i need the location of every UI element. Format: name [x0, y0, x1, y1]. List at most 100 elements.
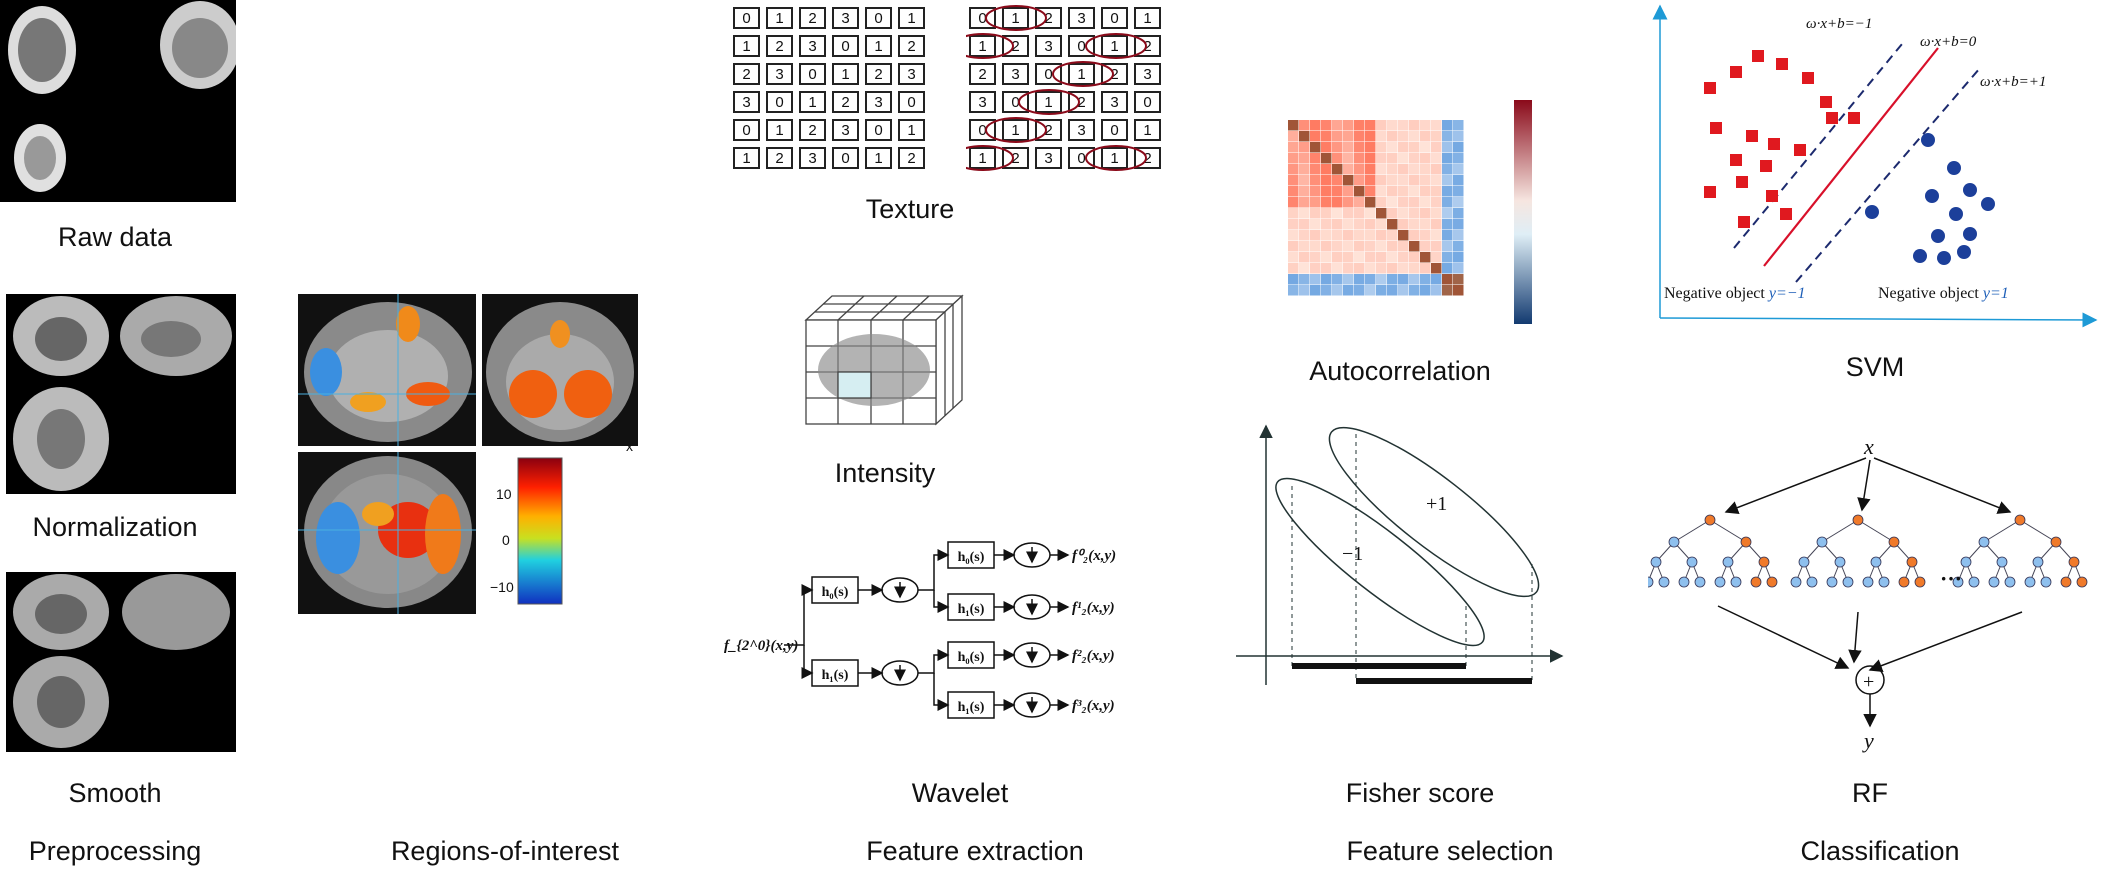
heatmap-cell: [1409, 230, 1420, 241]
texture-cell: 0: [1101, 119, 1128, 141]
heatmap-cell: [1420, 219, 1431, 230]
heatmap-cell: [1431, 219, 1442, 230]
texture-cell: 2: [766, 147, 793, 169]
heatmap-cell: [1420, 153, 1431, 164]
heatmap-cell: [1420, 274, 1431, 285]
heatmap-cell: [1376, 153, 1387, 164]
heatmap-cell: [1420, 263, 1431, 274]
heatmap-cell: [1376, 120, 1387, 131]
svm-positive-point: [1921, 133, 1935, 147]
heatmap-cell: [1354, 197, 1365, 208]
wavelet-l2-filter-0: h₀(s): [958, 550, 985, 565]
texture-cell: 3: [1035, 35, 1062, 57]
heatmap-cell: [1387, 153, 1398, 164]
heatmap-cell: [1354, 153, 1365, 164]
heatmap-cell: [1420, 197, 1431, 208]
heatmap-cell: [1442, 197, 1453, 208]
heatmap-cell: [1409, 285, 1420, 296]
rf-tree-edge: [1673, 519, 1711, 543]
texture-cell: 3: [832, 7, 859, 29]
heatmap-cell: [1376, 285, 1387, 296]
heatmap-cell: [1343, 241, 1354, 252]
heatmap-cell: [1409, 252, 1420, 263]
texture-cell: 1: [766, 7, 793, 29]
texture-cell: 1: [832, 63, 859, 85]
heatmap-cell: [1321, 252, 1332, 263]
rf-tree-node: [2032, 556, 2044, 568]
texture-cell: 2: [898, 147, 925, 169]
rf-tree-node: [1898, 576, 1910, 588]
raw-data-image: [0, 0, 240, 202]
heatmap-cell: [1431, 164, 1442, 175]
heatmap-cell: [1376, 131, 1387, 142]
wavelet-input: f_{2^0}(x,y): [724, 638, 798, 654]
heatmap-cell: [1288, 175, 1299, 186]
texture-cell: 1: [865, 35, 892, 57]
heatmap-cell: [1310, 131, 1321, 142]
svm-negative-point: [1704, 186, 1716, 198]
heatmap-cell: [1387, 274, 1398, 285]
svm-negative-point: [1776, 58, 1788, 70]
rf-tree-node: [2004, 576, 2016, 588]
texture-cell: 0: [766, 91, 793, 113]
texture-cell: 2: [1035, 7, 1062, 29]
rf-tree-node: [2050, 536, 2062, 548]
texture-cell: 2: [1068, 91, 1095, 113]
step-normalization: Normalization: [32, 512, 198, 542]
heatmap-cell: [1310, 230, 1321, 241]
heatmap-cell: [1442, 274, 1453, 285]
heatmap-cell: [1431, 186, 1442, 197]
heatmap-cell: [1376, 186, 1387, 197]
heatmap-cell: [1387, 263, 1398, 274]
heatmap-cell: [1321, 208, 1332, 219]
texture-cell: 0: [1134, 91, 1161, 113]
rf-input: x: [1863, 436, 1874, 459]
heatmap-cell: [1376, 219, 1387, 230]
texture-cell: 2: [1101, 63, 1128, 85]
heatmap-cell: [1453, 219, 1464, 230]
wavelet-l1-filter-0: h₀(s): [822, 585, 849, 600]
heatmap-cell: [1343, 186, 1354, 197]
texture-cell: 3: [1068, 7, 1095, 29]
rf-tree-node: [1714, 576, 1726, 588]
heatmap-cell: [1299, 208, 1310, 219]
texture-cell: 0: [832, 35, 859, 57]
method-intensity: Intensity: [834, 458, 936, 488]
svm-negative-point: [1752, 50, 1764, 62]
heatmap-cell: [1310, 142, 1321, 153]
heatmap-cell: [1288, 219, 1299, 230]
rf-tree-edge: [1857, 519, 1895, 543]
heatmap-cell: [1409, 131, 1420, 142]
heatmap-cell: [1354, 263, 1365, 274]
heatmap-cell: [1365, 153, 1376, 164]
rf-tree-node: [1722, 556, 1734, 568]
heatmap-cell: [1343, 153, 1354, 164]
heatmap-cell: [1365, 219, 1376, 230]
heatmap-cell: [1387, 175, 1398, 186]
heatmap-cell: [1453, 175, 1464, 186]
heatmap-cell: [1376, 252, 1387, 263]
heatmap-cell: [1365, 142, 1376, 153]
heatmap-cell: [1299, 175, 1310, 186]
heatmap-cell: [1343, 263, 1354, 274]
texture-cell: 0: [832, 147, 859, 169]
heatmap-cell: [1321, 274, 1332, 285]
texture-cell: 0: [733, 119, 760, 141]
texture-cell: 3: [1002, 63, 1029, 85]
svm-negative-point: [1826, 112, 1838, 124]
heatmap-cell: [1321, 230, 1332, 241]
rf-tree-node: [1834, 556, 1846, 568]
heatmap-cell: [1299, 219, 1310, 230]
texture-cell: 3: [1134, 63, 1161, 85]
heatmap-cell: [1398, 274, 1409, 285]
heatmap-cell: [1453, 142, 1464, 153]
heatmap-cell: [1376, 208, 1387, 219]
normalization-image: [6, 294, 236, 494]
svm-negative-point: [1768, 138, 1780, 150]
heatmap-cell: [1376, 263, 1387, 274]
heatmap-cell: [1365, 131, 1376, 142]
heatmap-cell: [1332, 175, 1343, 186]
heatmap-cell: [1332, 120, 1343, 131]
rf-tree-node: [1798, 556, 1810, 568]
heatmap-cell: [1453, 197, 1464, 208]
